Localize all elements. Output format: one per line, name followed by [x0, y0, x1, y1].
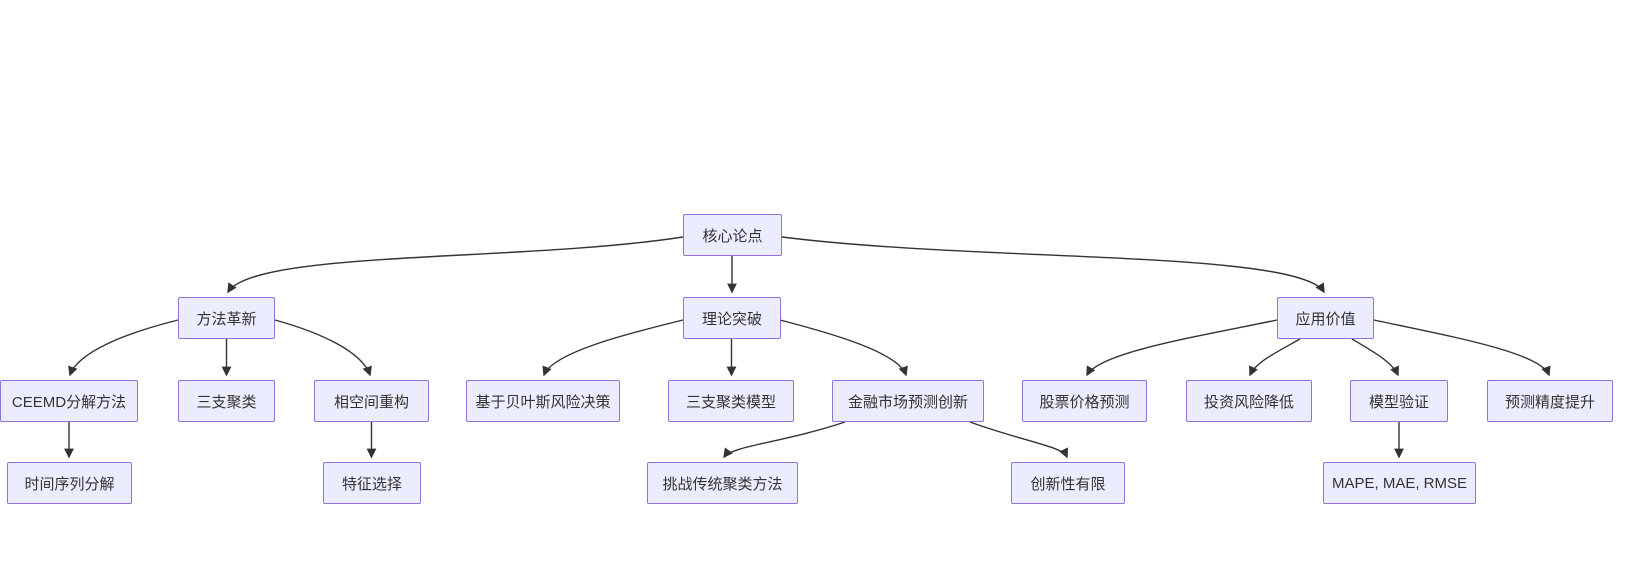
node-time-series-decomposition: 时间序列分解 [7, 462, 132, 504]
node-bayesian-risk-decision: 基于贝叶斯风险决策 [466, 380, 620, 422]
edge-finance-challenge [723, 421, 846, 459]
node-label: 三支聚类模型 [685, 393, 776, 411]
node-label: 基于贝叶斯风险决策 [475, 393, 611, 411]
node-label: 应用价值 [1295, 310, 1356, 328]
edge-value-invest [1249, 338, 1301, 377]
edge-finance-limited [969, 421, 1068, 459]
edge-method-phase [274, 319, 372, 377]
edge-value-stock [1086, 319, 1278, 377]
node-theory-breakthrough: 理论突破 [683, 297, 781, 339]
node-label: 模型验证 [1368, 393, 1429, 411]
node-label: 时间序列分解 [24, 475, 115, 493]
node-challenge-traditional-clustering: 挑战传统聚类方法 [647, 462, 798, 504]
node-label: 相空间重构 [333, 393, 409, 411]
node-three-way-clustering: 三支聚类 [178, 380, 275, 422]
node-core-thesis: 核心论点 [683, 214, 782, 256]
node-label: 挑战传统聚类方法 [662, 475, 783, 493]
node-application-value: 应用价值 [1277, 297, 1374, 339]
edge-root-method [227, 236, 684, 294]
node-ceemd-method: CEEMD分解方法 [0, 380, 138, 422]
edge-value-precision [1373, 319, 1551, 377]
node-label: 金融市场预测创新 [847, 393, 968, 411]
node-label: 理论突破 [701, 310, 762, 328]
node-label: 预测精度提升 [1504, 393, 1595, 411]
node-financial-market-forecast-innovation: 金融市场预测创新 [832, 380, 984, 422]
node-three-way-clustering-model: 三支聚类模型 [668, 380, 794, 422]
node-feature-selection: 特征选择 [323, 462, 421, 504]
node-label: CEEMD分解方法 [11, 393, 127, 411]
node-label: 创新性有限 [1030, 475, 1106, 493]
node-limited-novelty: 创新性有限 [1011, 462, 1125, 504]
node-investment-risk-reduction: 投资风险降低 [1186, 380, 1312, 422]
edge-theory-finance [779, 319, 908, 377]
node-label: 三支聚类 [196, 393, 257, 411]
node-label: MAPE, MAE, RMSE [1331, 474, 1468, 492]
node-error-metrics: MAPE, MAE, RMSE [1323, 462, 1476, 504]
edge-method-ceemd [68, 319, 179, 377]
node-stock-price-prediction: 股票价格预测 [1022, 380, 1147, 422]
edge-theory-bayes [542, 319, 684, 377]
node-label: 核心论点 [702, 227, 763, 245]
node-label: 方法革新 [196, 310, 257, 328]
node-phase-space-reconstruction: 相空间重构 [314, 380, 429, 422]
node-label: 股票价格预测 [1039, 393, 1130, 411]
edge-root-value [781, 236, 1325, 294]
edge-value-validation [1351, 338, 1399, 377]
node-model-validation: 模型验证 [1350, 380, 1448, 422]
node-forecast-precision-improvement: 预测精度提升 [1487, 380, 1613, 422]
node-label: 投资风险降低 [1203, 393, 1294, 411]
node-label: 特征选择 [341, 475, 402, 493]
node-method-innovation: 方法革新 [178, 297, 275, 339]
